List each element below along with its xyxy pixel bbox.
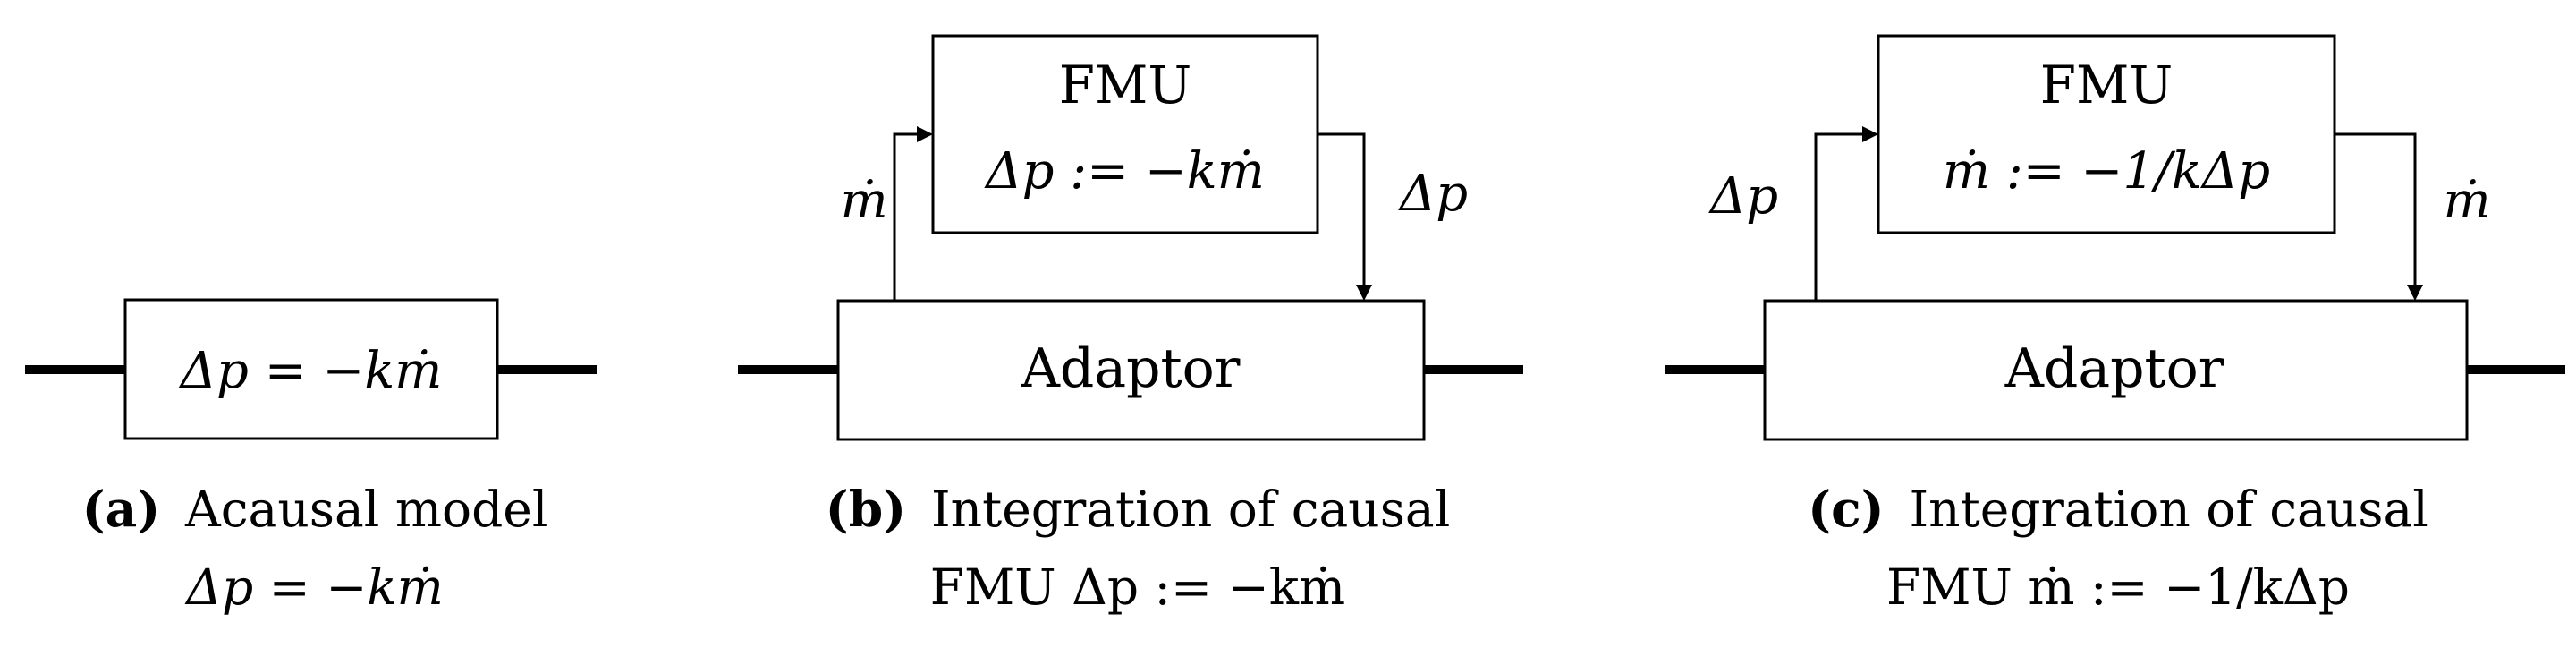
- caption-a-line2: Δp = −kṁ: [184, 558, 444, 616]
- caption-b-line2: FMU Δp := −kṁ: [930, 558, 1345, 616]
- adaptor-label: Adaptor: [2004, 337, 2224, 400]
- fmu-box: [931, 34, 1319, 234]
- input-arrowhead: [1862, 126, 1878, 142]
- fmu-title: FMU: [2040, 55, 2174, 115]
- output-arrowhead: [2407, 285, 2423, 301]
- input-signal-line: [893, 132, 920, 301]
- caption-c-letter: (c): [1808, 480, 1885, 538]
- caption-a: (a) Acausal model: [82, 480, 548, 538]
- output-signal-line: [2334, 132, 2417, 288]
- caption-c: (c) Integration of causal: [1808, 480, 2428, 538]
- output-signal-label: Δp: [1398, 165, 1468, 223]
- acausal-equation: Δp = −kṁ: [179, 342, 443, 400]
- fmu-equation: Δp := −kṁ: [984, 142, 1265, 200]
- adaptor-label: Adaptor: [1021, 337, 1241, 400]
- caption-c-line2: FMU ṁ := −1/kΔp: [1886, 558, 2350, 616]
- caption-b-line1: Integration of causal: [931, 481, 1450, 538]
- output-signal-label: ṁ: [2443, 172, 2490, 230]
- panel-a: Δp = −kṁ (a) Acausal model Δp = −kṁ: [25, 298, 597, 616]
- fmu-equation: ṁ := −1/kΔp: [1943, 142, 2270, 200]
- input-arrowhead: [917, 126, 933, 142]
- adaptor-box: [1763, 299, 2469, 441]
- adaptor-box: [836, 299, 1426, 441]
- caption-b-letter: (b): [826, 480, 907, 538]
- fmu-title: FMU: [1059, 55, 1192, 115]
- panel-b: Adaptor FMU Δp := −kṁ ṁ Δp (b) Integrati…: [738, 34, 1523, 616]
- caption-a-letter: (a): [82, 480, 161, 538]
- fmu-box: [1877, 34, 2336, 234]
- caption-b: (b) Integration of causal: [826, 480, 1451, 538]
- input-signal-label: ṁ: [840, 172, 887, 230]
- output-signal-line: [1318, 132, 1366, 288]
- input-signal-label: Δp: [1708, 167, 1778, 226]
- panel-c: Adaptor FMU ṁ := −1/kΔp Δp ṁ (c) Integra…: [1665, 34, 2565, 616]
- caption-a-line1: Acausal model: [184, 481, 547, 538]
- caption-c-line1: Integration of causal: [1909, 481, 2428, 538]
- input-signal-line: [1814, 132, 1866, 301]
- output-arrowhead: [1356, 285, 1372, 301]
